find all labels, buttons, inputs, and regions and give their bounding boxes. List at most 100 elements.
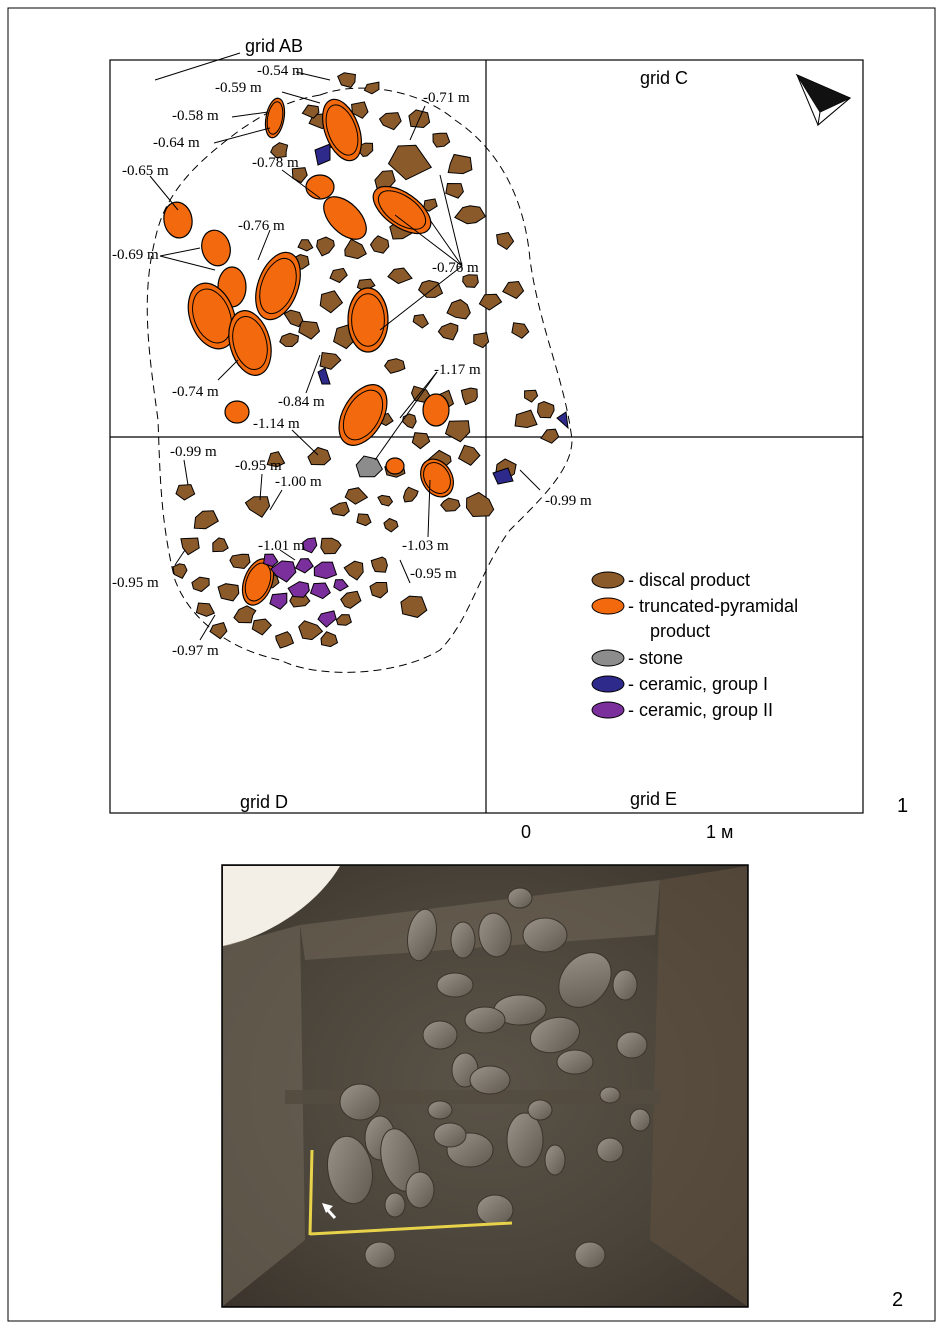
photo-stone bbox=[476, 1194, 514, 1226]
discal-product-marker bbox=[412, 313, 429, 329]
legend-label-stone: - stone bbox=[628, 648, 683, 668]
ceramic-group-2-marker bbox=[270, 560, 297, 583]
discal-product-marker bbox=[344, 238, 367, 260]
depth-label: -0.78 m bbox=[252, 155, 299, 171]
ceramic-group-1-marker bbox=[556, 411, 569, 430]
discal-product-marker bbox=[423, 198, 438, 212]
discal-product-marker bbox=[417, 279, 444, 298]
depth-label: -0.76 m bbox=[238, 218, 285, 234]
ceramic-group-2-marker bbox=[294, 558, 314, 574]
depth-label: -1.00 m bbox=[275, 474, 322, 490]
ceramic-group-2-marker bbox=[309, 582, 331, 600]
legend-swatch-stone bbox=[591, 649, 625, 667]
truncated-pyramidal-marker bbox=[255, 251, 301, 321]
discal-product-marker bbox=[180, 537, 200, 556]
panel-number-1: 1 bbox=[897, 795, 908, 817]
photo-stone bbox=[384, 1192, 406, 1218]
ceramic-group-2-marker bbox=[269, 592, 288, 610]
truncated-pyramidal-marker bbox=[385, 457, 405, 475]
legend-label-discal: - discal product bbox=[628, 570, 750, 590]
discal-product-marker bbox=[478, 293, 503, 311]
discal-product-marker bbox=[378, 112, 402, 131]
discal-product-marker bbox=[320, 631, 339, 648]
discal-product-marker bbox=[387, 267, 413, 285]
depth-label: -0.65 m bbox=[122, 163, 169, 179]
discal-product-marker bbox=[369, 235, 390, 254]
photo-stone bbox=[574, 1241, 606, 1269]
truncated-pyramidal-marker bbox=[201, 229, 231, 267]
depth-label: -0.99 m bbox=[545, 493, 592, 509]
depth-label: -0.95 m bbox=[112, 575, 159, 591]
discal-product-marker bbox=[444, 420, 471, 443]
truncated-pyramidal-marker bbox=[372, 185, 432, 235]
ceramic-group-2-marker bbox=[313, 561, 338, 580]
photo-pit-wall-left bbox=[223, 925, 305, 1306]
discal-product-marker bbox=[335, 614, 352, 626]
photo-stone bbox=[450, 921, 476, 959]
artefact-layer bbox=[163, 72, 569, 649]
photo-stone bbox=[529, 1016, 581, 1054]
discal-product-marker bbox=[514, 409, 538, 429]
photo-tape-vertical bbox=[308, 1149, 314, 1236]
depth-label: -1.14 m bbox=[253, 416, 300, 432]
discal-product-marker bbox=[540, 428, 560, 444]
grid-ab-label: grid AB bbox=[245, 36, 303, 56]
discal-product-marker bbox=[279, 332, 300, 348]
truncated-pyramidal-marker bbox=[322, 98, 362, 162]
discal-product-marker bbox=[316, 236, 335, 257]
truncated-pyramidal-marker bbox=[420, 458, 454, 498]
discal-product-marker bbox=[496, 231, 515, 251]
depth-label: -1.17 m bbox=[434, 362, 481, 378]
discal-product-marker bbox=[446, 299, 471, 320]
discal-product-marker bbox=[437, 322, 459, 341]
discal-product-marker bbox=[440, 497, 461, 512]
depth-label: -0.95 m bbox=[235, 458, 282, 474]
discal-product-marker bbox=[511, 322, 530, 339]
discal-product-marker bbox=[266, 451, 286, 468]
discal-product-marker bbox=[298, 620, 324, 641]
photo-stone bbox=[339, 1083, 381, 1121]
discal-product-marker bbox=[291, 167, 308, 184]
legend-swatch-ceramic1 bbox=[591, 675, 625, 693]
plan-panel: grid AB grid C grid D grid E bbox=[109, 36, 908, 842]
arrow-icon bbox=[322, 1203, 337, 1220]
discal-product-marker bbox=[229, 553, 251, 570]
depth-label: -0.76 m bbox=[432, 260, 479, 276]
discal-product-marker bbox=[447, 153, 473, 175]
photo-stone bbox=[544, 1144, 566, 1176]
discal-product-marker bbox=[329, 501, 350, 517]
photo-stone bbox=[507, 887, 533, 909]
truncated-pyramidal-marker bbox=[228, 310, 272, 376]
photo-stone bbox=[629, 1108, 651, 1132]
discal-product-marker bbox=[465, 491, 495, 518]
photo-stone bbox=[612, 969, 638, 1001]
photo-stone bbox=[596, 1137, 624, 1163]
discal-product-marker bbox=[457, 444, 481, 466]
truncated-pyramidal-marker bbox=[163, 201, 193, 239]
depth-label: -0.97 m bbox=[172, 643, 219, 659]
truncated-pyramidal-marker bbox=[347, 287, 389, 353]
photo-stone bbox=[406, 908, 438, 962]
discal-product-marker bbox=[301, 104, 320, 119]
grid-ab-leader bbox=[154, 52, 241, 81]
scale-zero-label: 0 bbox=[521, 822, 531, 842]
discal-product-marker bbox=[195, 602, 216, 617]
discal-product-marker bbox=[320, 537, 342, 555]
discal-product-marker bbox=[270, 142, 289, 159]
discal-product-marker bbox=[209, 622, 228, 640]
discal-product-marker bbox=[370, 556, 388, 573]
discal-product-marker bbox=[283, 309, 304, 328]
truncated-pyramidal-marker bbox=[187, 282, 237, 350]
depth-label: -0.74 m bbox=[172, 384, 219, 400]
discal-product-marker bbox=[383, 358, 406, 374]
legend-swatch-ceramic2 bbox=[591, 701, 625, 719]
photo-stone bbox=[506, 1112, 544, 1168]
discal-product-marker bbox=[445, 182, 464, 199]
ceramic-group-2-marker bbox=[333, 579, 349, 592]
discal-product-marker bbox=[337, 72, 356, 89]
photo-stone bbox=[478, 912, 512, 958]
photo-pit-wall-top bbox=[300, 880, 660, 960]
truncated-pyramidal-marker bbox=[338, 384, 388, 446]
photo-panel: 2 bbox=[221, 864, 903, 1311]
